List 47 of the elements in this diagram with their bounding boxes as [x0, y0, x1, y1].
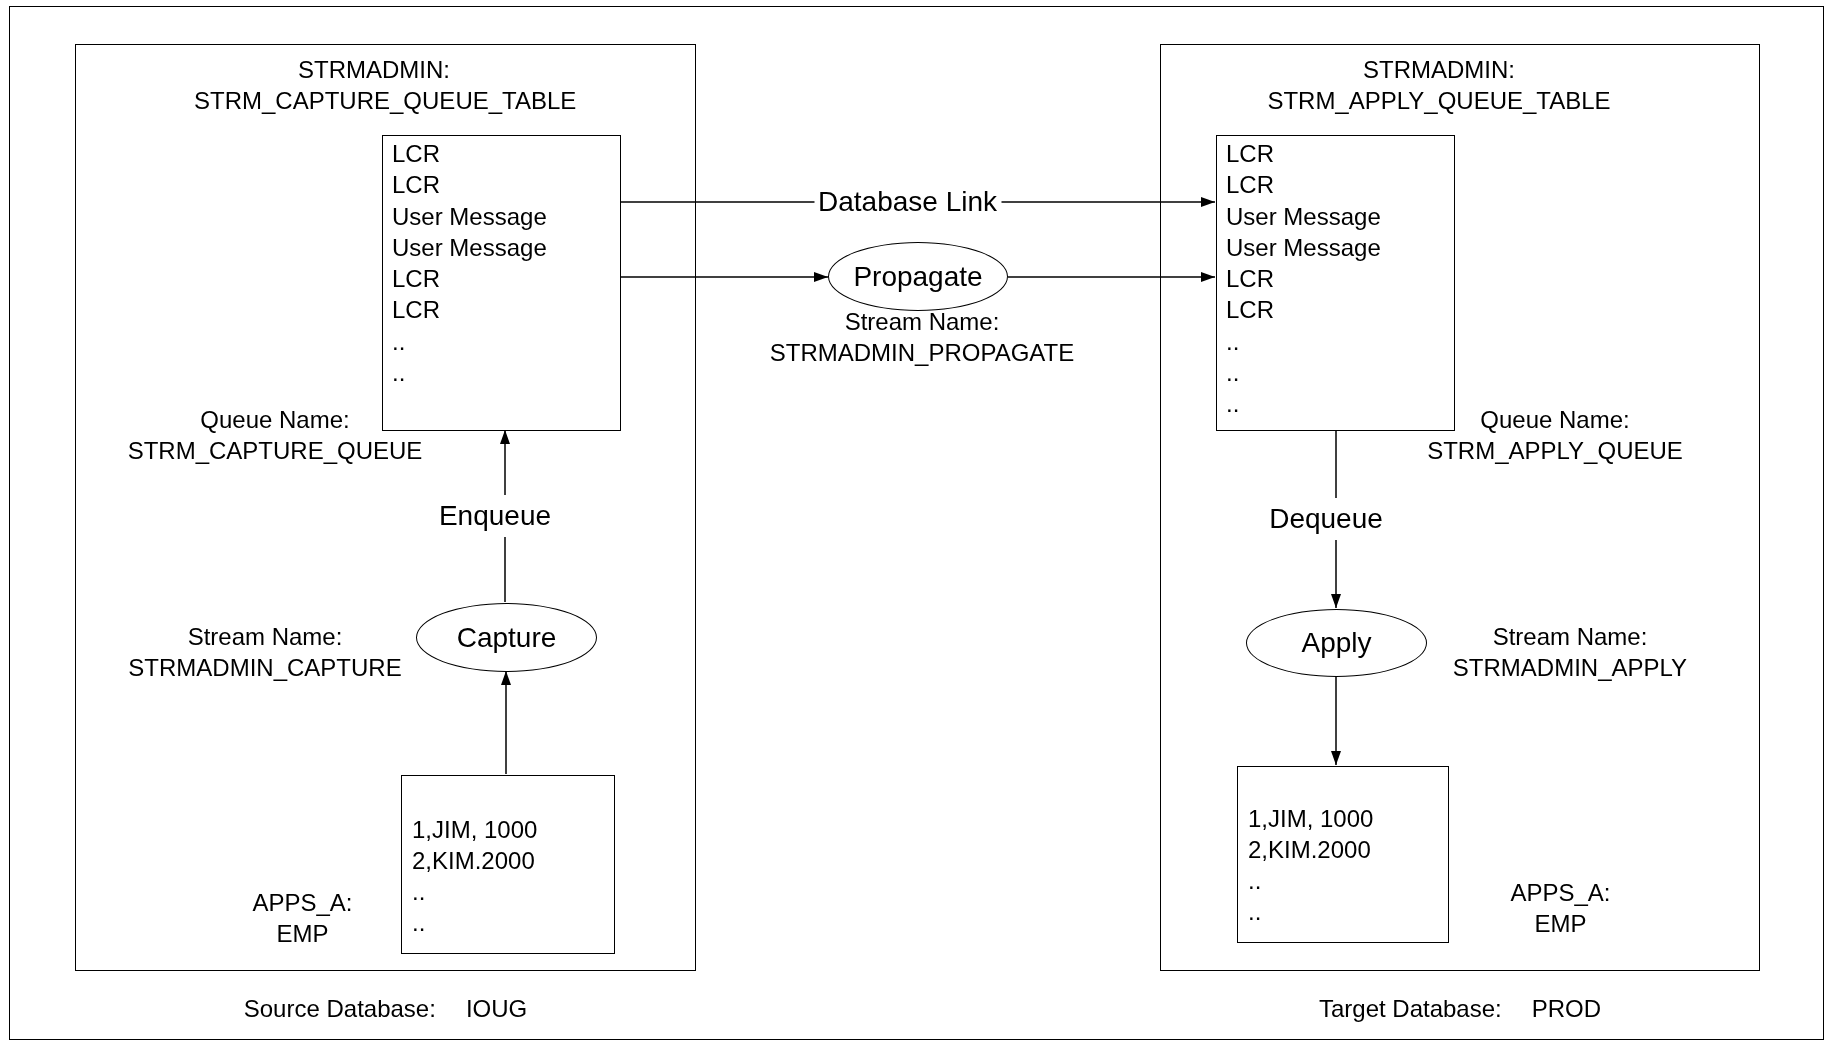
panel-title: IOUG: [465, 994, 528, 1024]
table-name-label: APPS_A: EMP: [251, 888, 354, 949]
queue-item: LCR: [1226, 139, 1275, 169]
queue-item: ..: [1226, 326, 1241, 357]
stream-name-label: Stream Name: STRMADMIN_PROPAGATE: [768, 307, 1076, 368]
queue-item: User Message: [1226, 201, 1382, 232]
queue-item: User Message: [1226, 232, 1382, 263]
queue-item: ..: [1226, 389, 1241, 420]
process-label: Apply: [1301, 626, 1372, 660]
stream-name-label: Stream Name: STRMADMIN_APPLY: [1451, 622, 1689, 683]
queue-table-title: STRMADMIN: STRM_CAPTURE_QUEUE_TABLE: [193, 55, 578, 116]
table-box: [401, 775, 615, 954]
queue-name-label: Queue Name: STRM_CAPTURE_QUEUE: [126, 405, 424, 466]
queue-item: ..: [1226, 358, 1241, 389]
panel-title: PROD: [1531, 994, 1602, 1024]
table-row-text: 1,JIM, 1000: [412, 815, 539, 845]
queue-item: LCR: [1226, 264, 1275, 295]
stream-name-label: Stream Name: STRMADMIN_CAPTURE: [127, 622, 403, 683]
table-row-text: ..: [412, 908, 427, 938]
arrow: [1331, 675, 1341, 766]
queue-item: User Message: [392, 232, 548, 263]
process-label: Capture: [456, 620, 557, 655]
arrow: [619, 272, 829, 282]
table-box: [1237, 766, 1449, 943]
queue-item: LCR: [392, 264, 441, 295]
queue-item: ..: [392, 358, 407, 389]
table-row-text: ..: [1248, 866, 1263, 896]
queue-item: User Message: [392, 201, 548, 232]
queue-item: LCR: [392, 139, 441, 169]
queue-item: LCR: [392, 170, 441, 201]
table-row-text: 2,KIM.2000: [1248, 835, 1372, 865]
queue-name-label: Queue Name: STRM_APPLY_QUEUE: [1426, 405, 1684, 466]
arrow: [1007, 272, 1216, 282]
queue-table-title: STRMADMIN: STRM_APPLY_QUEUE_TABLE: [1266, 55, 1612, 116]
panel-title: Source Database:: [243, 994, 436, 1024]
arrow: [501, 670, 511, 775]
queue-item: LCR: [1226, 170, 1275, 201]
panel-title: Target Database:: [1318, 994, 1502, 1024]
queue-item: LCR: [1226, 295, 1275, 326]
queue-item: LCR: [392, 295, 441, 326]
table-row-text: 1,JIM, 1000: [1248, 804, 1375, 834]
table-row-text: 2,KIM.2000: [412, 846, 536, 876]
table-row-text: ..: [1248, 897, 1263, 927]
table-row-text: ..: [412, 877, 427, 907]
process-label: Propagate: [853, 259, 983, 294]
table-name-label: APPS_A: EMP: [1509, 878, 1612, 939]
queue-item: ..: [392, 326, 407, 357]
